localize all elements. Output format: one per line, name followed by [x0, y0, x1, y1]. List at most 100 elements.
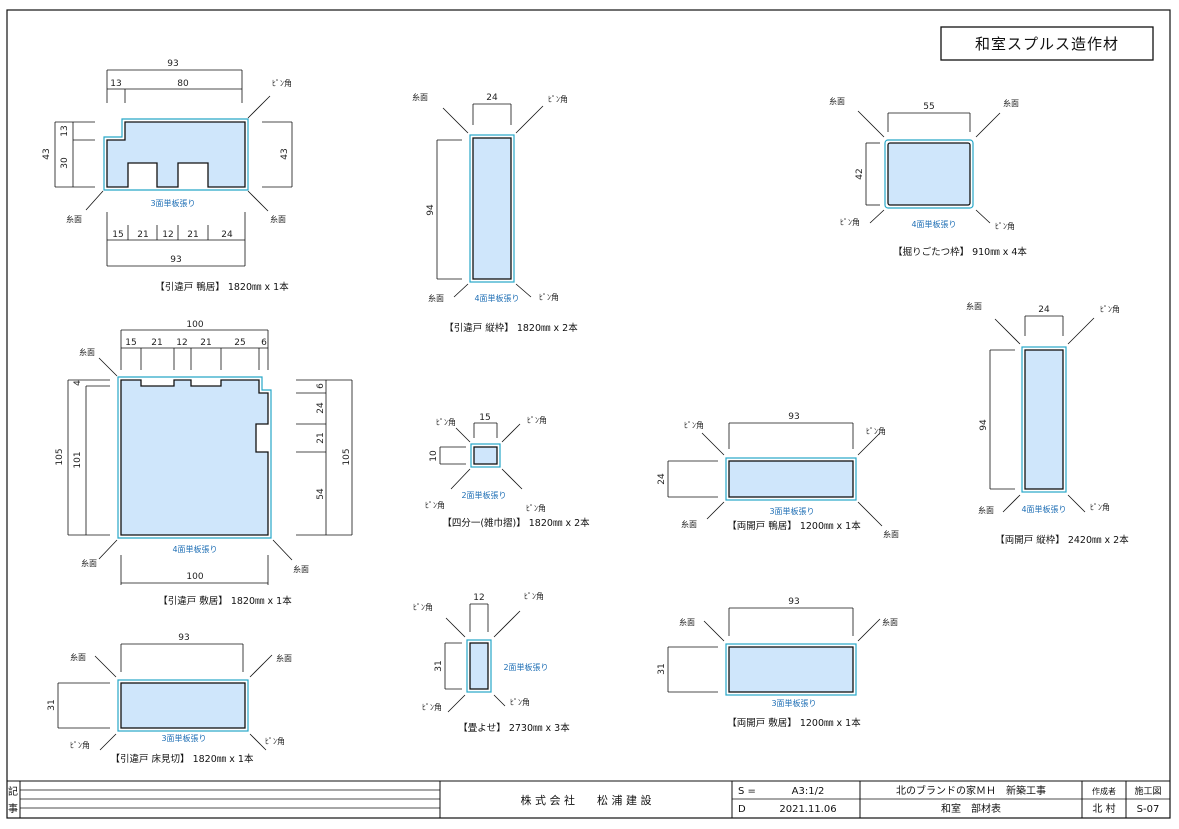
part-caption: 【両開戸 鴨居】 1200㎜ x 1本 — [727, 520, 861, 532]
veneer-line — [470, 443, 501, 468]
edge-label-itomen: 糸面 — [829, 96, 845, 106]
section-shape — [728, 646, 854, 693]
veneer-line — [103, 118, 249, 191]
veneer-note: 2面単板張り — [503, 662, 548, 672]
dim-label: 80 — [177, 79, 189, 89]
part-horigotatsu-waku: 55 42 糸面 糸面 ﾋﾟﾝ角 ﾋﾟﾝ角 4面単板張り 【掘りごたつ枠】 91… — [829, 96, 1027, 258]
remarks-label: 事 — [8, 802, 18, 815]
remarks-label: 記 — [8, 785, 18, 798]
dim-label: 25 — [234, 338, 245, 348]
edge-label-pinkaku: ﾋﾟﾝ角 — [524, 591, 544, 601]
veneer-note: 4面単板張り — [474, 293, 519, 303]
part-caption: 【四分一(雑巾摺)】 1820㎜ x 2本 — [442, 517, 590, 529]
dim-label: 21 — [137, 230, 148, 240]
edge-label-pinkaku: ﾋﾟﾝ角 — [548, 94, 568, 104]
scale-label: S = — [738, 786, 756, 797]
veneer-note: 3面単板張り — [150, 198, 195, 208]
veneer-line — [466, 639, 492, 693]
section-shape — [120, 682, 246, 729]
sheet-border — [6, 9, 1171, 819]
edge-label-itomen: 糸面 — [882, 617, 898, 627]
author-label: 作成者 — [1092, 786, 1116, 796]
veneer-line — [725, 643, 857, 696]
veneer-note: 2面単板張り — [461, 490, 506, 500]
part-caption: 【両開戸 縦枠】 2420㎜ x 2本 — [995, 534, 1129, 546]
veneer-line — [725, 457, 857, 501]
section-shape — [472, 137, 512, 280]
dim-label: 15 — [479, 413, 490, 423]
author-name: 北 村 — [1092, 802, 1115, 815]
dim-label: 31 — [434, 660, 444, 671]
dim-label: 54 — [316, 488, 326, 500]
edge-label-itomen: 糸面 — [412, 92, 428, 102]
edge-label-pinkaku: ﾋﾟﾝ角 — [422, 702, 442, 712]
dim-label: 24 — [221, 230, 233, 240]
dim-label: 100 — [186, 320, 203, 330]
edge-label-itomen: 糸面 — [966, 301, 982, 311]
edge-label-pinkaku: ﾋﾟﾝ角 — [1100, 304, 1120, 314]
dim-label: 13 — [110, 79, 121, 89]
edge-label-pinkaku: ﾋﾟﾝ角 — [995, 221, 1015, 231]
part-hikichigai-tatewaku: 24 94 糸面 ﾋﾟﾝ角 糸面 ﾋﾟﾝ角 4面単板張り 【引違戸 縦枠】 18… — [412, 92, 578, 334]
dim-label: 105 — [55, 448, 65, 465]
part-ryobiraki-kamoi: 93 24 ﾋﾟﾝ角 ﾋﾟﾝ角 糸面 糸面 3面単板張り 【両開戸 鴨居】 12… — [657, 412, 899, 539]
section-shape — [473, 446, 498, 465]
edge-label-pinkaku: ﾋﾟﾝ角 — [527, 415, 547, 425]
edge-label-pinkaku: ﾋﾟﾝ角 — [425, 500, 445, 510]
dim-label: 24 — [657, 473, 667, 485]
dim-label: 24 — [1038, 305, 1050, 315]
dim-label: 6 — [261, 338, 267, 348]
dim-label: 24 — [486, 93, 498, 103]
veneer-line — [1021, 346, 1067, 493]
veneer-line — [884, 139, 974, 209]
part-shibuichi: 15 10 ﾋﾟﾝ角 ﾋﾟﾝ角 ﾋﾟﾝ角 ﾋﾟﾝ角 2面単板張り 【四分一(雑巾… — [425, 413, 590, 529]
veneer-line — [469, 134, 515, 283]
dim-label: 12 — [176, 338, 187, 348]
section-shape — [469, 642, 489, 690]
veneer-note: 4面単板張り — [911, 219, 956, 229]
part-hikichigai-shikii: 100 15 21 12 21 25 6 4 101 105 6 24 21 5… — [55, 320, 353, 607]
section-shape — [1024, 349, 1064, 490]
edge-label-itomen: 糸面 — [883, 529, 899, 539]
part-hikichigai-yukamikiri: 93 31 糸面 糸面 ﾋﾟﾝ角 ﾋﾟﾝ角 3面単板張り 【引違戸 床見切】 1… — [47, 633, 292, 765]
part-caption: 【畳よせ】 2730㎜ x 3本 — [458, 722, 570, 734]
dim-label: 42 — [855, 168, 865, 179]
part-ryobiraki-tatewaku: 24 94 糸面 ﾋﾟﾝ角 糸面 ﾋﾟﾝ角 4面単板張り 【両開戸 縦枠】 24… — [966, 301, 1129, 546]
dim-label: 93 — [178, 633, 189, 643]
dim-label: 13 — [60, 125, 70, 136]
edge-label-itomen: 糸面 — [1003, 98, 1019, 108]
dim-label: 21 — [316, 432, 326, 443]
edge-label-itomen: 糸面 — [79, 347, 95, 357]
edge-label-itomen: 糸面 — [679, 617, 695, 627]
edge-label-pinkaku: ﾋﾟﾝ角 — [1090, 502, 1110, 512]
edge-label-itomen: 糸面 — [276, 653, 292, 663]
section-shape — [106, 121, 246, 188]
edge-label-pinkaku: ﾋﾟﾝ角 — [272, 78, 292, 88]
drawing-title: 和室スプルス造作材 — [975, 35, 1119, 53]
edge-label-pinkaku: ﾋﾟﾝ角 — [413, 602, 433, 612]
drawing-number: S-07 — [1137, 804, 1160, 815]
part-tatamiyose: 12 31 ﾋﾟﾝ角 ﾋﾟﾝ角 ﾋﾟﾝ角 ﾋﾟﾝ角 2面単板張り 【畳よせ】 2… — [413, 591, 570, 734]
edge-label-pinkaku: ﾋﾟﾝ角 — [265, 736, 285, 746]
dim-label: 21 — [200, 338, 211, 348]
dim-label: 4 — [73, 380, 83, 386]
dim-label: 12 — [162, 230, 173, 240]
part-caption: 【両開戸 敷居】 1200㎜ x 1本 — [727, 717, 861, 729]
dim-label: 100 — [186, 572, 203, 582]
dim-label: 10 — [429, 450, 439, 462]
scale-value: A3:1/2 — [792, 786, 825, 797]
dim-label: 94 — [426, 204, 436, 216]
section-shape — [120, 379, 269, 536]
dim-label: 21 — [151, 338, 162, 348]
edge-label-pinkaku: ﾋﾟﾝ角 — [684, 420, 704, 430]
edge-label-itomen: 糸面 — [681, 519, 697, 529]
part-caption: 【引違戸 床見切】 1820㎜ x 1本 — [111, 753, 254, 765]
veneer-line — [117, 679, 249, 732]
veneer-note: 4面単板張り — [172, 544, 217, 554]
dim-label: 101 — [73, 451, 83, 468]
edge-label-pinkaku: ﾋﾟﾝ角 — [866, 426, 886, 436]
drawing-type: 施工図 — [1134, 785, 1161, 797]
veneer-note: 4面単板張り — [1021, 504, 1066, 514]
dim-label: 30 — [60, 157, 70, 169]
dim-label: 43 — [280, 148, 290, 159]
